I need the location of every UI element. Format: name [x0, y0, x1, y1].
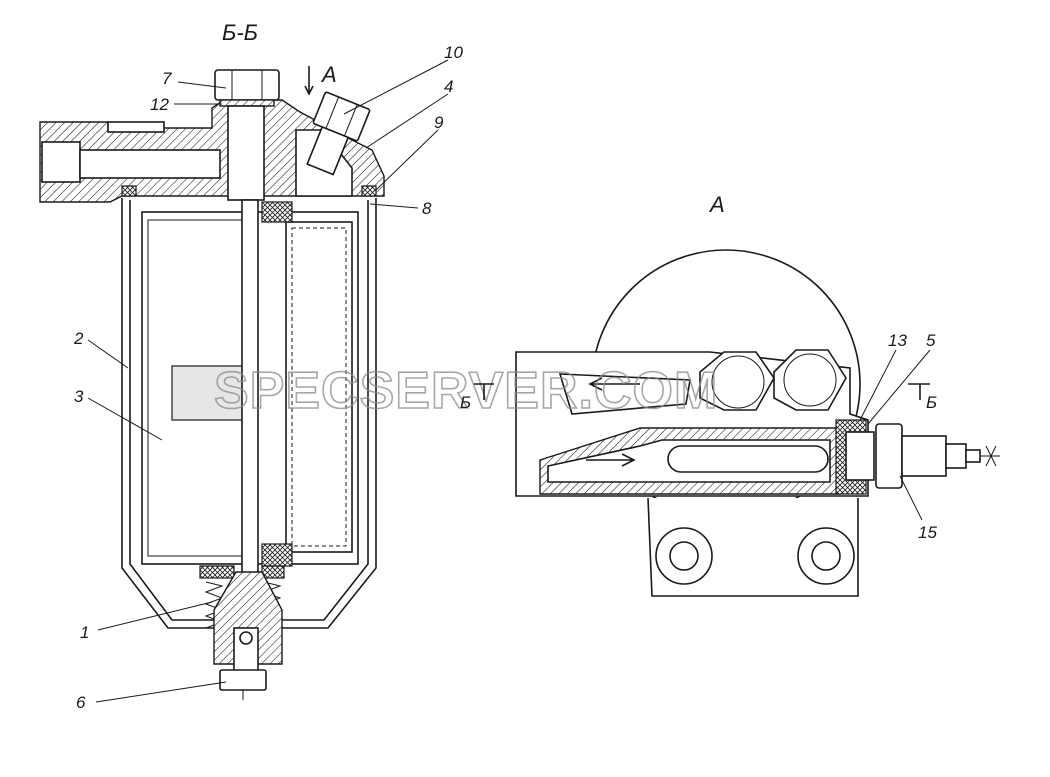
drain-plug: [219, 669, 267, 691]
view-arrow-icon: [304, 66, 314, 96]
sensor-15-tip: [945, 443, 967, 469]
plug-10: [306, 91, 371, 176]
bolt-head: [214, 69, 280, 101]
drain-housing: [213, 571, 283, 665]
fitting-5: [845, 431, 875, 481]
sensor-15-body: [901, 435, 947, 477]
callout-8: 8: [422, 199, 432, 218]
hex-boss-left: [699, 351, 775, 411]
callout-15: 15: [918, 523, 937, 542]
section-mark-right: Б: [908, 383, 937, 412]
bowl-seal-right: [361, 185, 377, 197]
outlet-arrow-icon: [588, 377, 640, 391]
view-a-drawing: [515, 249, 1000, 597]
section-view-drawing: [39, 69, 385, 700]
callout-6: 6: [76, 693, 86, 712]
callout-3: 3: [74, 387, 84, 406]
inlet-arrow-icon: [586, 453, 636, 467]
callout-12: 12: [150, 95, 169, 114]
bowl-seal-left: [121, 185, 137, 197]
callouts-section: 7 12 10 4 9 8 2 3 1 6: [73, 43, 463, 712]
spring-seat-right: [261, 565, 285, 579]
view-marker-a: А: [320, 62, 337, 87]
callout-5: 5: [926, 331, 936, 350]
element-bottom-seal: [261, 543, 293, 567]
callout-4: 4: [444, 77, 453, 96]
callout-9: 9: [434, 113, 444, 132]
element-window: [171, 365, 245, 421]
hex-boss-right: [773, 349, 847, 411]
callouts-view-a: 13 5 15: [859, 331, 937, 542]
watermark: SPECSERVER.COM: [214, 362, 718, 420]
head-boss: [107, 121, 165, 133]
callout-13: 13: [888, 331, 907, 350]
view-a-title: А: [708, 192, 725, 217]
section-letter-left: Б: [460, 393, 471, 412]
inlet-bore: [41, 141, 81, 183]
element-top-seal: [261, 201, 293, 223]
sensor-15-nut: [875, 423, 903, 489]
section-title: Б-Б: [222, 20, 258, 45]
terminal-icon: [980, 445, 1000, 467]
spring-seat-left: [199, 565, 235, 579]
inlet-channel: [79, 149, 221, 179]
callout-7: 7: [162, 69, 172, 88]
bolt-shank: [227, 105, 265, 201]
callout-10: 10: [444, 43, 463, 62]
section-letter-right: Б: [926, 393, 937, 412]
washer-12: [219, 99, 275, 107]
section-mark-left: Б: [460, 383, 494, 412]
element-pack: [285, 221, 353, 553]
callout-1: 1: [80, 623, 89, 642]
callout-2: 2: [73, 329, 84, 348]
